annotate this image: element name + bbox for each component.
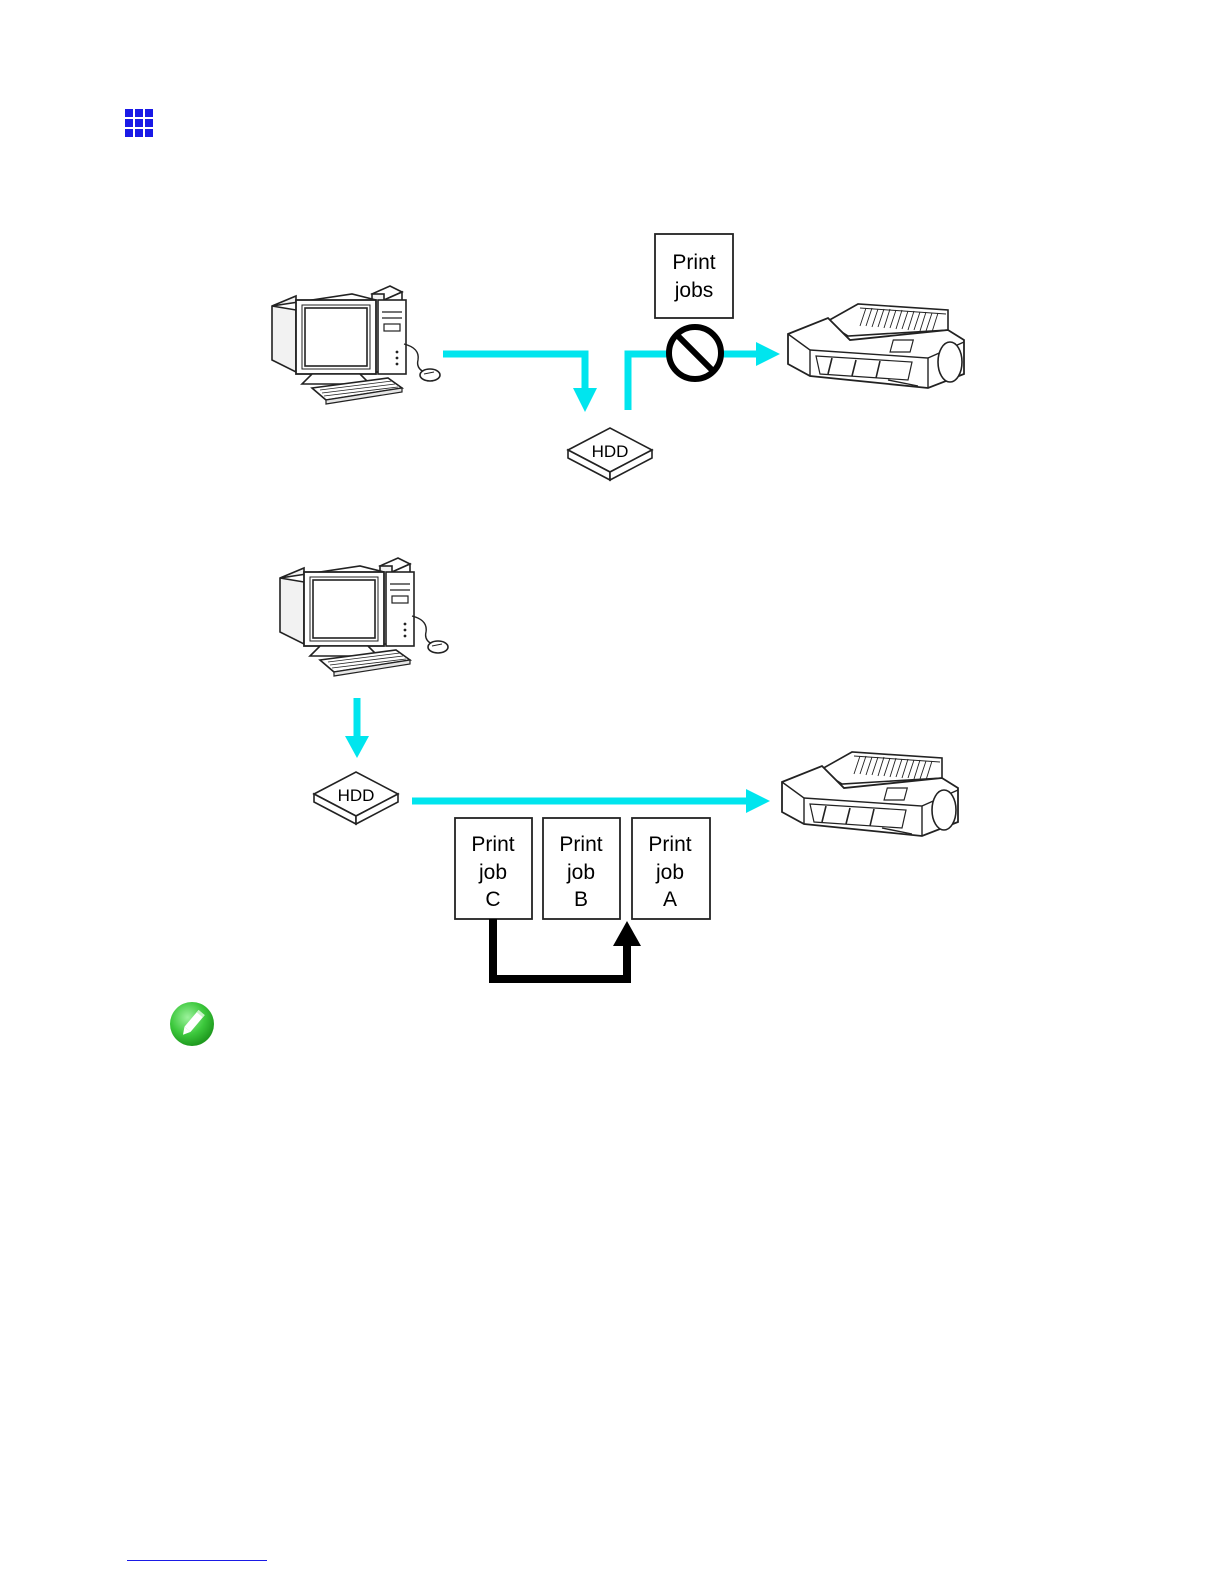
computer-icon xyxy=(272,286,440,404)
computer-icon xyxy=(280,558,448,676)
printer-icon xyxy=(788,304,964,388)
print-job-a-line-1: Print xyxy=(648,833,691,856)
reorder-arrow xyxy=(493,919,641,979)
hdd-box: HDD xyxy=(568,428,652,480)
print-job-a-line-2: job xyxy=(655,861,684,884)
print-job-c-box: Print job C xyxy=(455,818,532,919)
flow-arrow-computer-to-hdd xyxy=(443,354,597,412)
footer-link-underline xyxy=(127,1560,267,1561)
print-job-b-line-1: Print xyxy=(559,833,602,856)
hdd-label: HDD xyxy=(338,786,375,805)
diagram-1: HDD Print jobs xyxy=(272,234,964,480)
print-job-c-line-3: C xyxy=(485,888,500,911)
print-job-c-line-2: job xyxy=(478,861,507,884)
hdd-label: HDD xyxy=(592,442,629,461)
flow-arrow-computer-to-hdd xyxy=(345,698,369,758)
print-job-a-box: Print job A xyxy=(632,818,710,919)
print-job-b-line-3: B xyxy=(574,888,588,911)
print-jobs-line-2: jobs xyxy=(674,279,714,302)
printer-icon xyxy=(782,752,958,836)
print-jobs-box: Print jobs xyxy=(655,234,733,318)
no-entry-icon xyxy=(669,327,721,379)
print-job-c-line-1: Print xyxy=(471,833,514,856)
diagram-2: HDD Print job C Print job B Print xyxy=(280,558,958,979)
hdd-box: HDD xyxy=(314,772,398,824)
print-jobs-line-1: Print xyxy=(672,251,715,274)
print-job-b-box: Print job B xyxy=(543,818,620,919)
print-job-b-line-2: job xyxy=(566,861,595,884)
print-job-a-line-3: A xyxy=(663,888,677,911)
pencil-icon xyxy=(168,1000,216,1048)
flow-arrow-hdd-to-printer xyxy=(412,789,770,813)
